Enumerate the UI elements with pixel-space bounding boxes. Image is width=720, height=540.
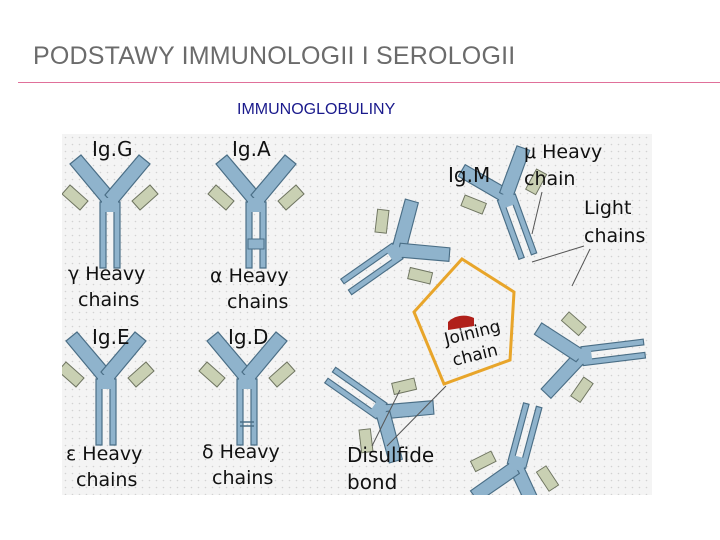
mu-heavy-label: μ Heavy: [524, 141, 602, 163]
igg-label: Ig.G: [92, 137, 132, 161]
title-divider: [18, 82, 720, 83]
epsilon-chains-label: chains: [76, 469, 137, 491]
gamma-chains-label: chains: [78, 289, 139, 311]
iga-hinge: [248, 239, 264, 249]
delta-chains-label: chains: [212, 467, 273, 489]
light-label: Light: [584, 197, 631, 219]
gamma-heavy-label: γ Heavy: [68, 263, 145, 285]
light-chains-label: chains: [584, 225, 645, 247]
epsilon-heavy-label: ε Heavy: [66, 443, 142, 465]
bond-label: bond: [347, 470, 397, 494]
igm-label: Ig.M: [448, 163, 490, 187]
alpha-chains-label: chains: [227, 291, 288, 313]
alpha-heavy-label: α Heavy: [210, 265, 289, 287]
slide-subtitle: IMMUNOGLOBULINY: [237, 101, 395, 119]
slide-title: PODSTAWY IMMUNOLOGII I SEROLOGII: [33, 42, 515, 71]
ige-label: Ig.E: [92, 325, 130, 349]
igd-label: Ig.D: [228, 325, 268, 349]
mu-chain-label: chain: [524, 168, 575, 190]
iga-label: Ig.A: [232, 137, 271, 161]
delta-heavy-label: δ Heavy: [202, 441, 280, 463]
disulfide-label: Disulfide: [347, 443, 434, 467]
immunoglobulin-diagram: Ig.G γ Heavy chains Ig.A α Heavy chains …: [62, 134, 652, 495]
